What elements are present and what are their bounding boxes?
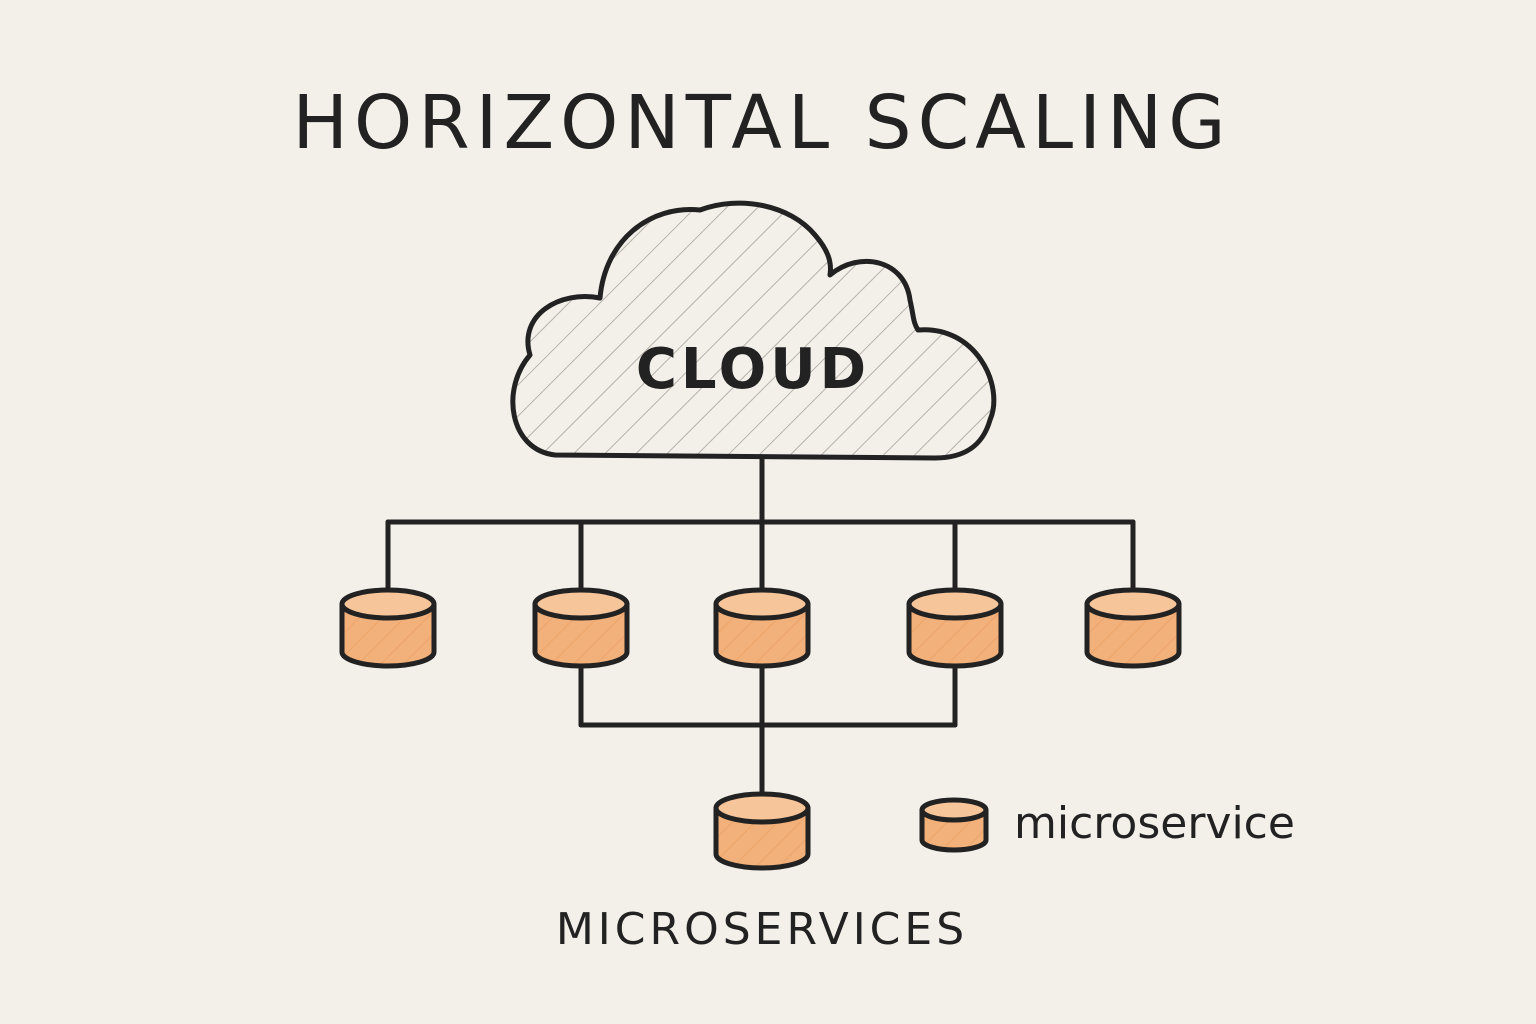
connector-lines	[385, 455, 1136, 798]
cloud-label: CLOUD	[636, 337, 870, 402]
cloud-icon: CLOUD	[510, 200, 997, 461]
microservice-node-4	[906, 587, 1004, 669]
legend-label: microservice	[1014, 798, 1295, 849]
legend: microservice	[919, 797, 1295, 853]
diagram-title: HORIZONTAL SCALING	[292, 80, 1231, 166]
microservices-group-label: MICROSERVICES	[556, 904, 968, 955]
microservice-node-5	[1084, 587, 1182, 669]
microservice-node-3	[713, 587, 811, 669]
microservice-node-2	[532, 587, 630, 669]
microservice-node-1	[339, 587, 437, 669]
microservice-node-bottom	[713, 791, 811, 871]
cylinder-icon	[919, 797, 989, 853]
